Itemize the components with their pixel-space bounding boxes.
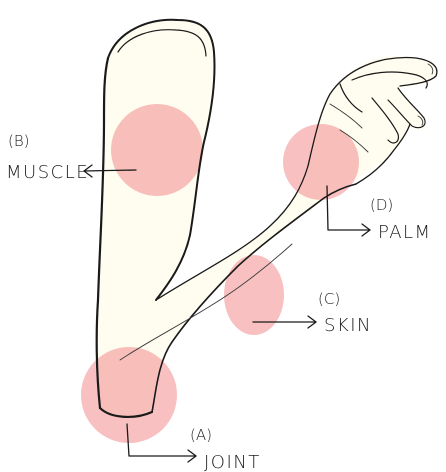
muscle-letter: (B): [8, 132, 30, 150]
muscle-label: MUSCLE: [6, 162, 89, 183]
skin-letter: (C): [318, 290, 340, 308]
joint-letter: (A): [190, 426, 212, 444]
palm-label: PALM: [378, 222, 432, 243]
muscle-highlight: [111, 104, 203, 196]
skin-highlight: [224, 255, 284, 335]
skin-label: SKIN: [324, 315, 372, 336]
palm-letter: (D): [370, 196, 393, 214]
joint-label: JOINT: [204, 452, 261, 472]
